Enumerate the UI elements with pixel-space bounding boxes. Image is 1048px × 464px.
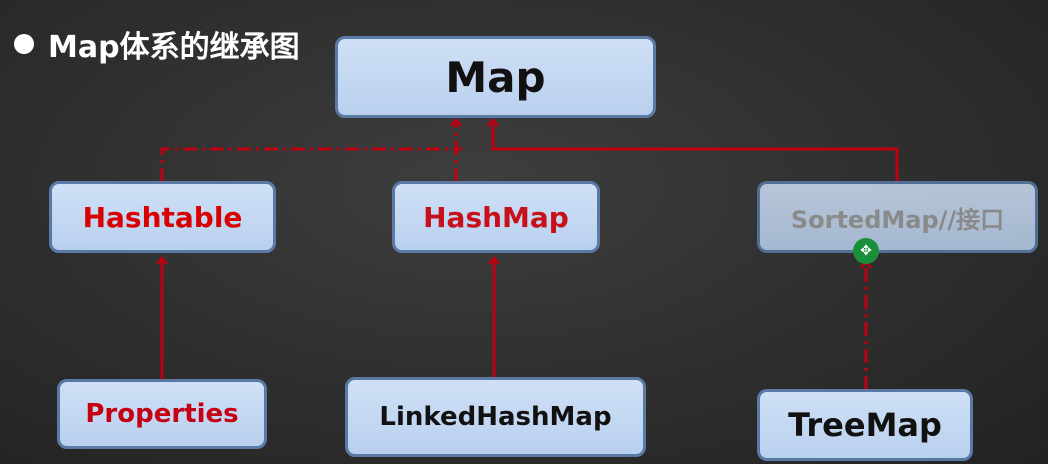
slide-title-text: Map体系的继承图 xyxy=(48,30,300,65)
slide-title: Map体系的继承图 xyxy=(14,22,300,66)
node-linkedhashmap: LinkedHashMap xyxy=(345,377,646,457)
node-properties: Properties xyxy=(57,379,267,449)
move-cursor-icon: ✥ xyxy=(853,238,879,264)
node-sortedmap: SortedMap//接口 xyxy=(757,181,1038,253)
bullet-icon xyxy=(14,34,34,54)
node-hashmap: HashMap xyxy=(392,181,600,253)
edge-sortedmap-map xyxy=(487,118,899,182)
node-hashtable: Hashtable xyxy=(49,181,276,253)
node-treemap: TreeMap xyxy=(757,389,973,461)
edge-hashtable-map xyxy=(160,147,462,182)
node-map: Map xyxy=(335,36,656,118)
